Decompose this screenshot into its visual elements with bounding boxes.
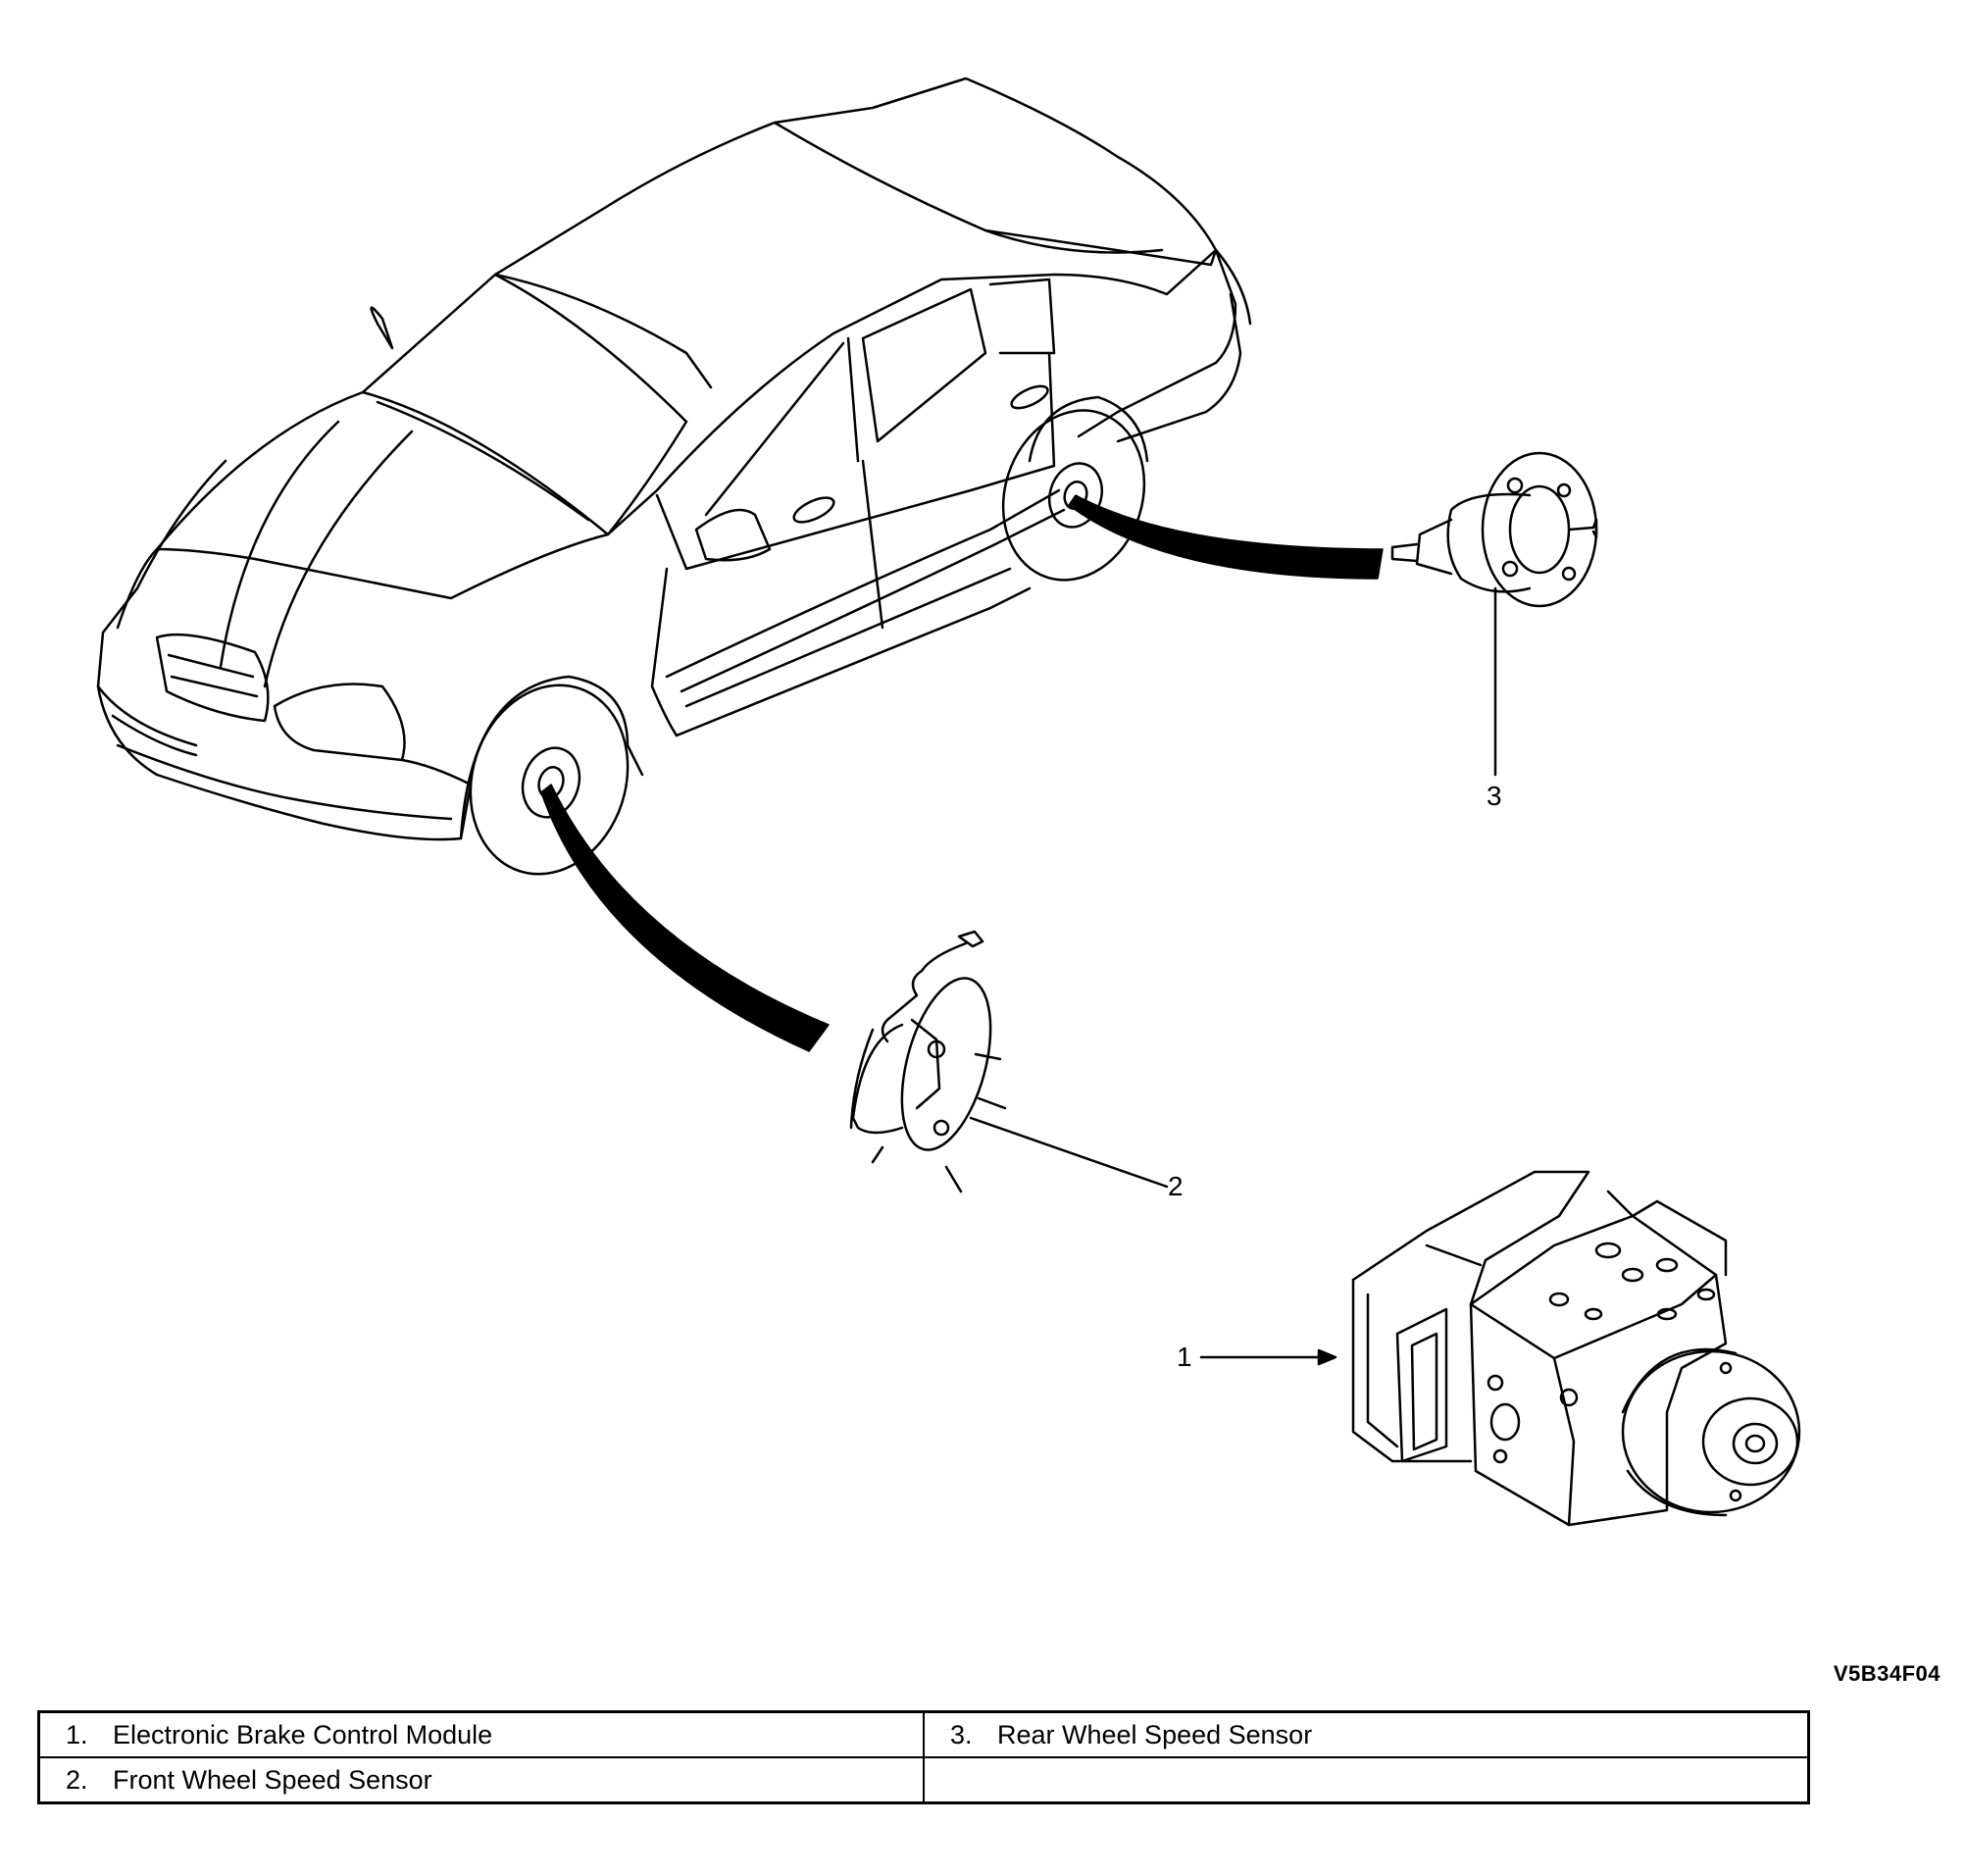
legend-label: Rear Wheel Speed Sensor <box>997 1719 1313 1749</box>
figure-code: V5B34F04 <box>1833 1661 1941 1686</box>
legend-table: 1. Electronic Brake Control Module 3. Rear… <box>37 1710 1810 1804</box>
rear-sensor-leader <box>1068 494 1384 580</box>
callout-1: 1 <box>1177 1342 1192 1372</box>
legend-row: 2. Front Wheel Speed Sensor <box>37 1756 1810 1804</box>
legend-row: 1. Electronic Brake Control Module 3. Rear… <box>37 1710 1810 1758</box>
legend-number: 1. <box>66 1719 88 1749</box>
rear-hub-sensor-illustration <box>1390 451 1598 777</box>
legend-cell: 2. Front Wheel Speed Sensor <box>37 1756 925 1804</box>
legend-cell: 1. Electronic Brake Control Module <box>37 1710 925 1758</box>
front-wheel-icon <box>469 684 630 876</box>
front-hub-sensor-illustration <box>849 930 1169 1193</box>
component-locator-diagram <box>96 76 1801 1527</box>
legend-cell <box>923 1756 1810 1804</box>
front-sensor-leader <box>540 784 830 1052</box>
callout-2: 2 <box>1168 1171 1184 1201</box>
legend-number: 3. <box>950 1719 973 1749</box>
legend-label: Electronic Brake Control Module <box>113 1719 493 1749</box>
callout-3: 3 <box>1487 781 1502 811</box>
brake-control-module-illustration <box>1199 1170 1801 1527</box>
car-illustration <box>96 76 1252 876</box>
legend-label: Front Wheel Speed Sensor <box>113 1764 432 1795</box>
rear-wheel-icon <box>1001 409 1146 582</box>
legend-number: 2. <box>66 1764 88 1795</box>
legend-cell: 3. Rear Wheel Speed Sensor <box>923 1710 1810 1758</box>
